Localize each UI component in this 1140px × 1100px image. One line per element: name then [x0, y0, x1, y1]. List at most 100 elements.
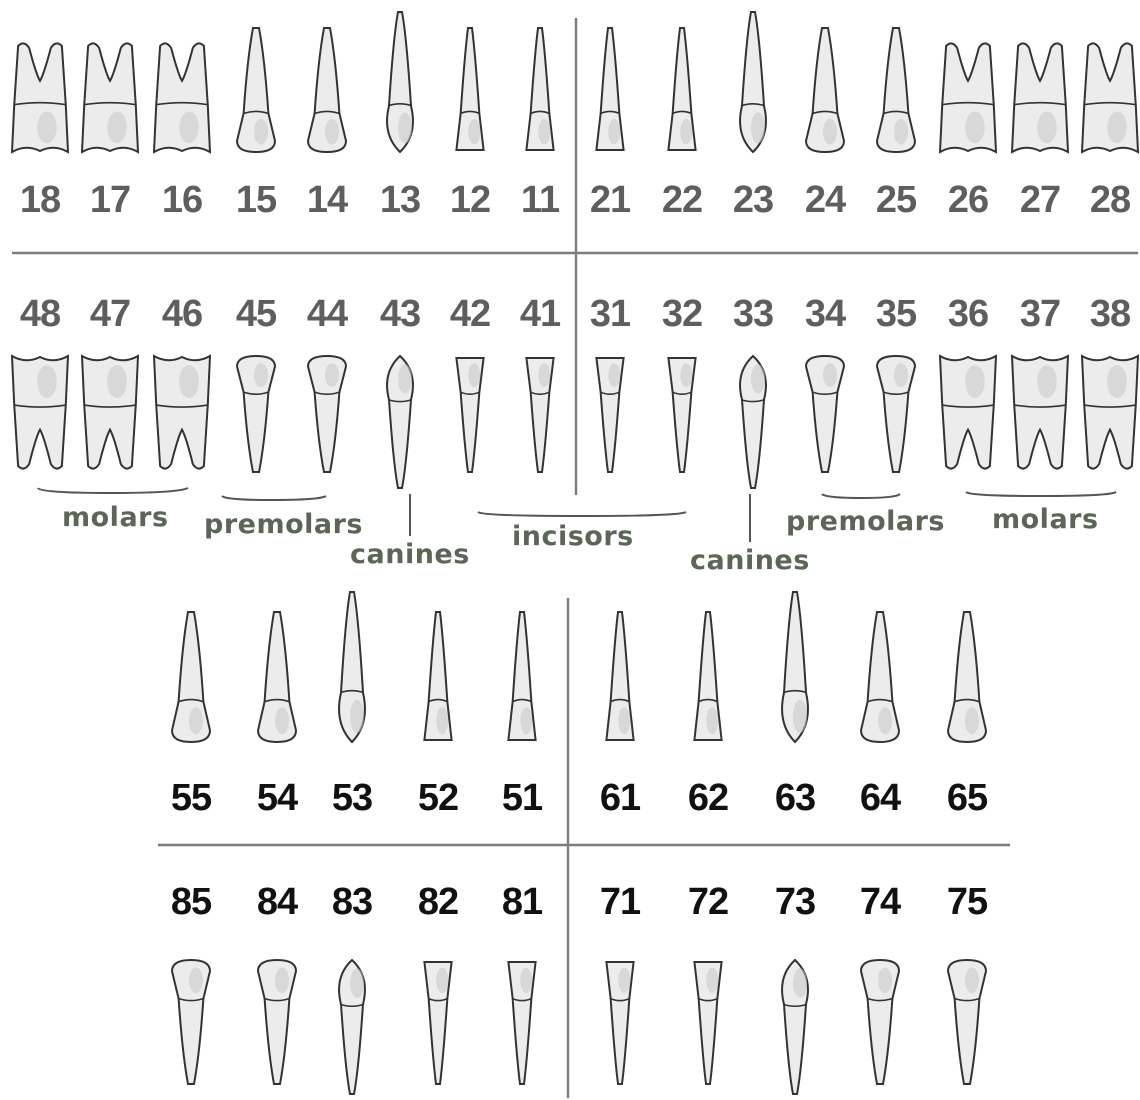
lower-tooth	[806, 356, 844, 472]
tooth-number: 65	[947, 777, 988, 819]
upper-tooth	[456, 28, 483, 150]
incisors-brace	[478, 512, 686, 516]
tooth-number: 43	[380, 293, 420, 335]
tooth-number: 61	[600, 777, 641, 819]
premolars-left-brace	[822, 494, 900, 498]
tooth-number: 53	[332, 777, 372, 819]
tooth-number: 25	[876, 179, 917, 221]
primary-upper-tooth	[258, 612, 296, 742]
upper-tooth	[877, 28, 915, 152]
tooth-number: 22	[662, 179, 702, 221]
tooth-number: 36	[948, 293, 988, 335]
tooth-number: 84	[257, 881, 298, 923]
tooth-number: 42	[450, 293, 490, 335]
tooth-number: 51	[502, 777, 543, 819]
permanent-lower-right-numbers: 48 47 46 45 44 43 42 41	[20, 293, 561, 335]
label-molars-left: molars	[992, 504, 1099, 535]
primary-upper-tooth	[782, 592, 808, 742]
molars-right-brace	[38, 488, 188, 493]
label-canines-right: canines	[350, 539, 470, 570]
tooth-number: 48	[20, 293, 60, 335]
label-incisors: incisors	[512, 521, 634, 552]
primary-upper-left-numbers: 61 62 63 64 65	[600, 777, 988, 819]
primary-lower-right-numbers: 85 84 83 82 81	[171, 881, 543, 923]
permanent-upper-right-numbers: 18 17 16 15 14 13 12 11	[20, 179, 560, 221]
tooth-number: 64	[860, 777, 901, 819]
tooth-number: 35	[876, 293, 917, 335]
label-molars-right: molars	[62, 502, 169, 533]
primary-lower-tooth	[339, 960, 365, 1094]
tooth-number: 15	[236, 179, 277, 221]
lower-tooth	[668, 358, 695, 472]
lower-tooth	[387, 356, 413, 488]
lower-tooth	[82, 356, 138, 469]
tooth-number: 82	[418, 881, 458, 923]
lower-tooth	[877, 356, 915, 472]
upper-tooth	[1082, 43, 1138, 152]
tooth-number: 85	[171, 881, 212, 923]
tooth-number: 32	[662, 293, 702, 335]
tooth-number: 27	[1020, 179, 1060, 221]
tooth-number: 16	[162, 179, 202, 221]
lower-tooth	[1082, 356, 1138, 469]
tooth-number: 83	[332, 881, 372, 923]
upper-tooth	[668, 28, 695, 150]
lower-tooth	[237, 356, 275, 472]
tooth-number: 24	[805, 179, 846, 221]
lower-tooth	[154, 356, 210, 469]
primary-lower-tooth	[948, 960, 986, 1084]
label-canines-left: canines	[690, 545, 810, 576]
permanent-upper-left-numbers: 21 22 23 24 25 26 27 28	[590, 179, 1130, 221]
tooth-number: 71	[600, 881, 641, 923]
upper-tooth	[1012, 43, 1068, 152]
upper-tooth	[387, 12, 413, 152]
upper-tooth	[154, 43, 210, 152]
primary-lower-tooth	[861, 960, 899, 1084]
primary-upper-tooth	[948, 612, 986, 742]
tooth-number: 13	[380, 179, 420, 221]
lower-tooth	[596, 358, 623, 472]
primary-upper-tooth	[339, 592, 365, 742]
tooth-number: 12	[450, 179, 490, 221]
tooth-number: 74	[860, 881, 901, 923]
primary-lower-tooth	[694, 962, 721, 1084]
lower-tooth	[526, 358, 553, 472]
tooth-number: 33	[733, 293, 773, 335]
primary-lower-tooth	[258, 960, 296, 1084]
tooth-number: 47	[90, 293, 130, 335]
lower-tooth	[456, 358, 483, 472]
tooth-number: 55	[171, 777, 212, 819]
primary-lower-tooth	[606, 962, 633, 1084]
primary-upper-right-numbers: 55 54 53 52 51	[171, 777, 543, 819]
permanent-lower-left-numbers: 31 32 33 34 35 36 37 38	[590, 293, 1130, 335]
tooth-number: 46	[162, 293, 202, 335]
tooth-number: 18	[20, 179, 60, 221]
tooth-number: 63	[775, 777, 815, 819]
lower-tooth	[740, 356, 766, 488]
primary-lower-tooth	[424, 962, 451, 1084]
tooth-number: 17	[90, 179, 130, 221]
tooth-number: 34	[805, 293, 846, 335]
tooth-number: 62	[688, 777, 728, 819]
upper-tooth	[82, 43, 138, 152]
primary-upper-tooth	[508, 612, 535, 740]
tooth-number: 28	[1090, 179, 1130, 221]
upper-tooth	[12, 43, 68, 152]
primary-upper-teeth	[172, 592, 986, 742]
tooth-number: 23	[733, 179, 773, 221]
upper-tooth	[740, 12, 766, 152]
primary-upper-tooth	[861, 612, 899, 742]
tooth-number: 73	[775, 881, 815, 923]
tooth-number: 31	[590, 293, 631, 335]
primary-lower-left-numbers: 71 72 73 74 75	[600, 881, 988, 923]
lower-tooth	[308, 356, 346, 472]
upper-tooth	[237, 28, 275, 152]
tooth-number: 21	[590, 179, 631, 221]
tooth-number: 38	[1090, 293, 1130, 335]
upper-tooth	[940, 43, 996, 152]
tooth-number: 72	[688, 881, 728, 923]
tooth-number: 11	[521, 179, 560, 221]
tooth-number: 44	[307, 293, 348, 335]
lower-tooth	[12, 356, 68, 469]
